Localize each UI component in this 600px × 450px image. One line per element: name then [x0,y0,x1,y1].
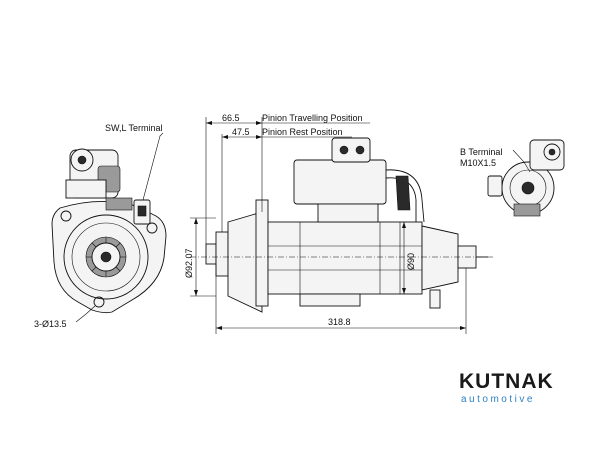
terminal-nut-side [339,145,349,155]
travel-dimension: 66.5 [222,113,240,123]
ground-stud [429,289,441,309]
mounting-hole [93,296,105,308]
pinion-shaft [100,251,112,263]
b-terminal-label: B Terminal [460,147,502,157]
brand-name: KUTNAK [459,370,554,393]
mounting-hole [146,222,158,234]
harness-tube [385,169,425,223]
brand-tagline: automotive [461,394,535,405]
rear-bracket [513,203,541,217]
body-diameter-dimension: Ø90 [406,253,416,270]
pinion-nose [205,243,217,265]
pinion-rest-label: Pinion Rest Position [262,127,343,137]
drive-end-housing [215,231,229,277]
holes-leader [75,305,96,323]
end-cap [421,225,459,291]
sw-terminal-label: SW,L Terminal [105,123,163,133]
sw-terminal-pin [137,205,147,217]
drive-housing [227,211,263,313]
holes-label: 3-Ø13.5 [34,319,67,329]
rest-dimension: 47.5 [232,127,250,137]
b-terminal-thread-label: M10X1.5 [460,158,496,168]
flange-diameter-dimension: Ø92.07 [184,248,194,278]
housing-circle [63,214,149,300]
bracket [105,197,133,211]
cable-wrap [395,175,411,211]
mounting-hole [60,210,72,222]
solenoid [293,159,387,205]
b-terminal-leader [512,149,531,173]
pinion-travel-label: Pinion Travelling Position [262,113,363,123]
bottom-bracket [299,293,361,307]
sw-terminal-leader [142,132,164,201]
solenoid-base [65,179,107,199]
mounting-flange-side [255,199,269,307]
side-view: 66.5 Pinion Travelling Position 47.5 Pin… [184,113,494,334]
solenoid-base-side [317,203,379,223]
rear-view: B Terminal M10X1.5 [460,139,565,217]
solenoid-terminal-block [331,137,371,163]
housing-inner-circle [71,222,141,292]
length-dimension: 318.8 [328,317,351,327]
front-view: SW,L Terminal 3-Ø13.5 [34,123,167,329]
b-terminal-stud [521,181,535,195]
terminal-nut [77,155,87,165]
motor-body [267,221,423,295]
terminal-nut-side [355,145,365,155]
brand-logo: KUTNAK automotive [459,370,554,405]
rear-connector [487,175,503,197]
